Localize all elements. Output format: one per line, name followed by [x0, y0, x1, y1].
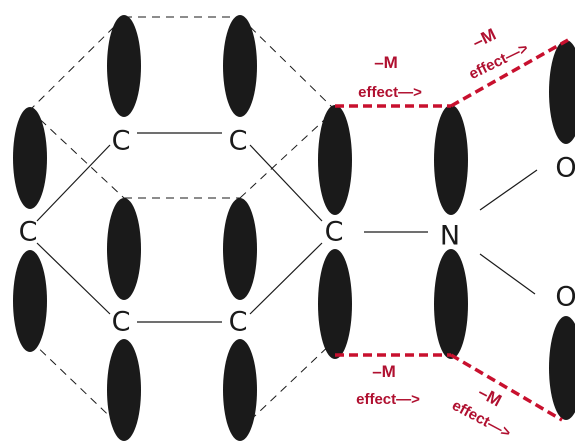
atom-nitrogen: N	[440, 221, 460, 252]
p-orbital-lobe	[13, 250, 47, 352]
atom-oxygen-top: O	[555, 153, 575, 184]
p-orbital-lobe	[223, 15, 257, 117]
p-orbital-lobe	[434, 105, 468, 215]
p-orbital-lobe	[549, 316, 575, 420]
bond-line	[249, 242, 323, 315]
m-effect-lines	[335, 38, 569, 422]
orbital-overlap-lines	[29, 16, 336, 431]
atom-carbon-right: C	[325, 217, 344, 248]
bond-line	[36, 242, 111, 315]
p-orbital-lobe	[107, 339, 141, 441]
p-orbital-lobe	[13, 107, 47, 209]
p-orbital-lobe	[434, 249, 468, 359]
p-orbital-lobe	[107, 198, 141, 300]
bond-line	[479, 253, 536, 295]
overlap-line	[29, 339, 125, 431]
p-orbital-lobe	[107, 15, 141, 117]
overlap-line	[239, 339, 336, 431]
atom-carbon-bottom-left: C	[112, 307, 131, 338]
bond-line	[36, 144, 111, 222]
p-orbital-lobe	[223, 198, 257, 300]
p-orbital-lobe	[318, 105, 352, 215]
m-effect-label-top-left: –M	[374, 53, 398, 72]
effect-arrow-label-bottom-right: effect—>	[449, 397, 514, 442]
atom-oxygen-bottom: O	[555, 282, 575, 313]
overlap-line	[239, 109, 336, 199]
bond-line	[479, 169, 538, 211]
atom-carbon-bottom-right: C	[229, 307, 248, 338]
atom-labels: C C C C C C N O O	[19, 126, 575, 338]
effect-arrow-label-bottom-left: effect—>	[356, 391, 420, 408]
m-effect-label-top-right: –M	[469, 25, 499, 52]
m-effect-label-bottom-left: –M	[372, 362, 396, 381]
m-effect-line	[450, 38, 569, 108]
p-orbital-lobe	[223, 339, 257, 441]
overlap-line	[29, 109, 125, 199]
atom-carbon-top-right: C	[229, 126, 248, 157]
bond-line	[249, 144, 323, 222]
atom-carbon-top-left: C	[112, 126, 131, 157]
p-orbital-lobe	[318, 249, 352, 359]
m-effect-line	[450, 353, 563, 422]
p-orbital-lobe	[549, 40, 575, 144]
atom-carbon-left: C	[19, 217, 38, 248]
p-orbitals	[13, 15, 575, 441]
sigma-bonds	[36, 132, 538, 323]
effect-arrow-label-top-left: effect—>	[358, 84, 422, 101]
m-effect-label-bottom-right: –M	[475, 383, 505, 411]
